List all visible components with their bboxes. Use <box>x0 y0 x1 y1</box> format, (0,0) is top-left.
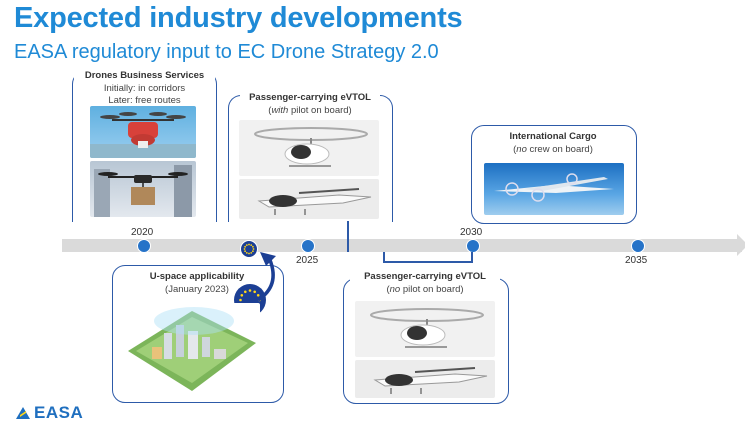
easa-logo-text: EASA <box>34 403 84 422</box>
easa-logo-icon <box>16 407 30 419</box>
cargo-paren: ( <box>513 143 517 155</box>
uspace-frame <box>112 265 284 403</box>
cargo-title: International Cargo <box>509 131 597 142</box>
frame-connector-right <box>471 252 473 262</box>
frame-connector-evtol <box>347 221 349 252</box>
year-label-2035: 2035 <box>625 255 648 266</box>
year-label-2030: 2030 <box>460 227 483 238</box>
cargo-rest: crew on board) <box>526 143 593 155</box>
cargo-plane-icon <box>494 173 614 202</box>
curved-arrow-icon <box>257 252 276 302</box>
evtol-nopilot-rest: pilot on board) <box>400 283 464 295</box>
uspace-title: U-space applicability <box>149 271 245 282</box>
timeline-bar <box>62 239 742 252</box>
evtol-pilot-image-bottom <box>239 179 379 219</box>
cargo-frame <box>471 125 637 224</box>
timeline-arrowhead-icon <box>737 234 745 256</box>
uspace-caption: U-space applicability (January 2023) <box>120 271 274 296</box>
drone-image-top <box>90 106 196 158</box>
evtol-pilot-image-top <box>239 120 379 176</box>
delivery-drone-icon <box>94 165 192 217</box>
timeline-dot-2030 <box>466 239 480 253</box>
evtol-nopilot-paren: ( <box>386 283 390 295</box>
evtol-fixed-wing-icon <box>257 188 372 215</box>
uspace-city-image <box>124 303 260 395</box>
cargo-emph: no <box>516 143 527 155</box>
evtol-nopilot-caption: Passenger-carrying eVTOL (no pilot on bo… <box>350 271 500 296</box>
year-label-2025: 2025 <box>296 255 319 266</box>
evtol-nopilot-image-top <box>355 301 495 357</box>
year-label-2020: 2020 <box>131 227 154 238</box>
drone-icon <box>90 112 196 158</box>
frame-connector-bottom <box>383 261 473 263</box>
cargo-caption: International Cargo (no crew on board) <box>476 131 630 156</box>
frame-connector-left <box>383 252 385 262</box>
drones-business-line2: Later: free routes <box>108 95 181 106</box>
evtol-pilot-emph: with <box>271 104 289 116</box>
evtol-pilot-title: Passenger-carrying eVTOL <box>249 92 371 103</box>
evtol-nopilot-title: Passenger-carrying eVTOL <box>364 271 486 282</box>
page-subtitle: EASA regulatory input to EC Drone Strate… <box>14 41 439 63</box>
uspace-date: (January 2023) <box>165 283 229 295</box>
evtol-nopilot-emph: no <box>389 283 401 295</box>
cargo-image <box>484 163 624 215</box>
drones-business-line1: Initially: in corridors <box>103 82 186 94</box>
drones-business-caption: Drones Business Services Initially: in c… <box>74 70 215 108</box>
eu-flag-icon <box>240 240 258 258</box>
drones-business-title: Drones Business Services <box>84 70 205 81</box>
timeline-dot-2025 <box>301 239 315 253</box>
evtol-icon-2 <box>370 308 484 348</box>
timeline-dot-2020 <box>137 239 151 253</box>
evtol-icon <box>254 127 368 167</box>
evtol-nopilot-image-bottom <box>355 360 495 398</box>
evtol-fixed-wing-icon-2 <box>373 367 488 394</box>
drone-image-bottom <box>90 161 196 217</box>
page-title: Expected industry developments <box>14 2 463 34</box>
evtol-pilot-rest: pilot on board) <box>288 104 352 116</box>
evtol-pilot-caption: Passenger-carrying eVTOL (with pilot on … <box>240 92 380 117</box>
city-icon <box>128 307 256 391</box>
timeline-dot-2035 <box>631 239 645 253</box>
evtol-pilot-paren: ( <box>268 104 272 116</box>
